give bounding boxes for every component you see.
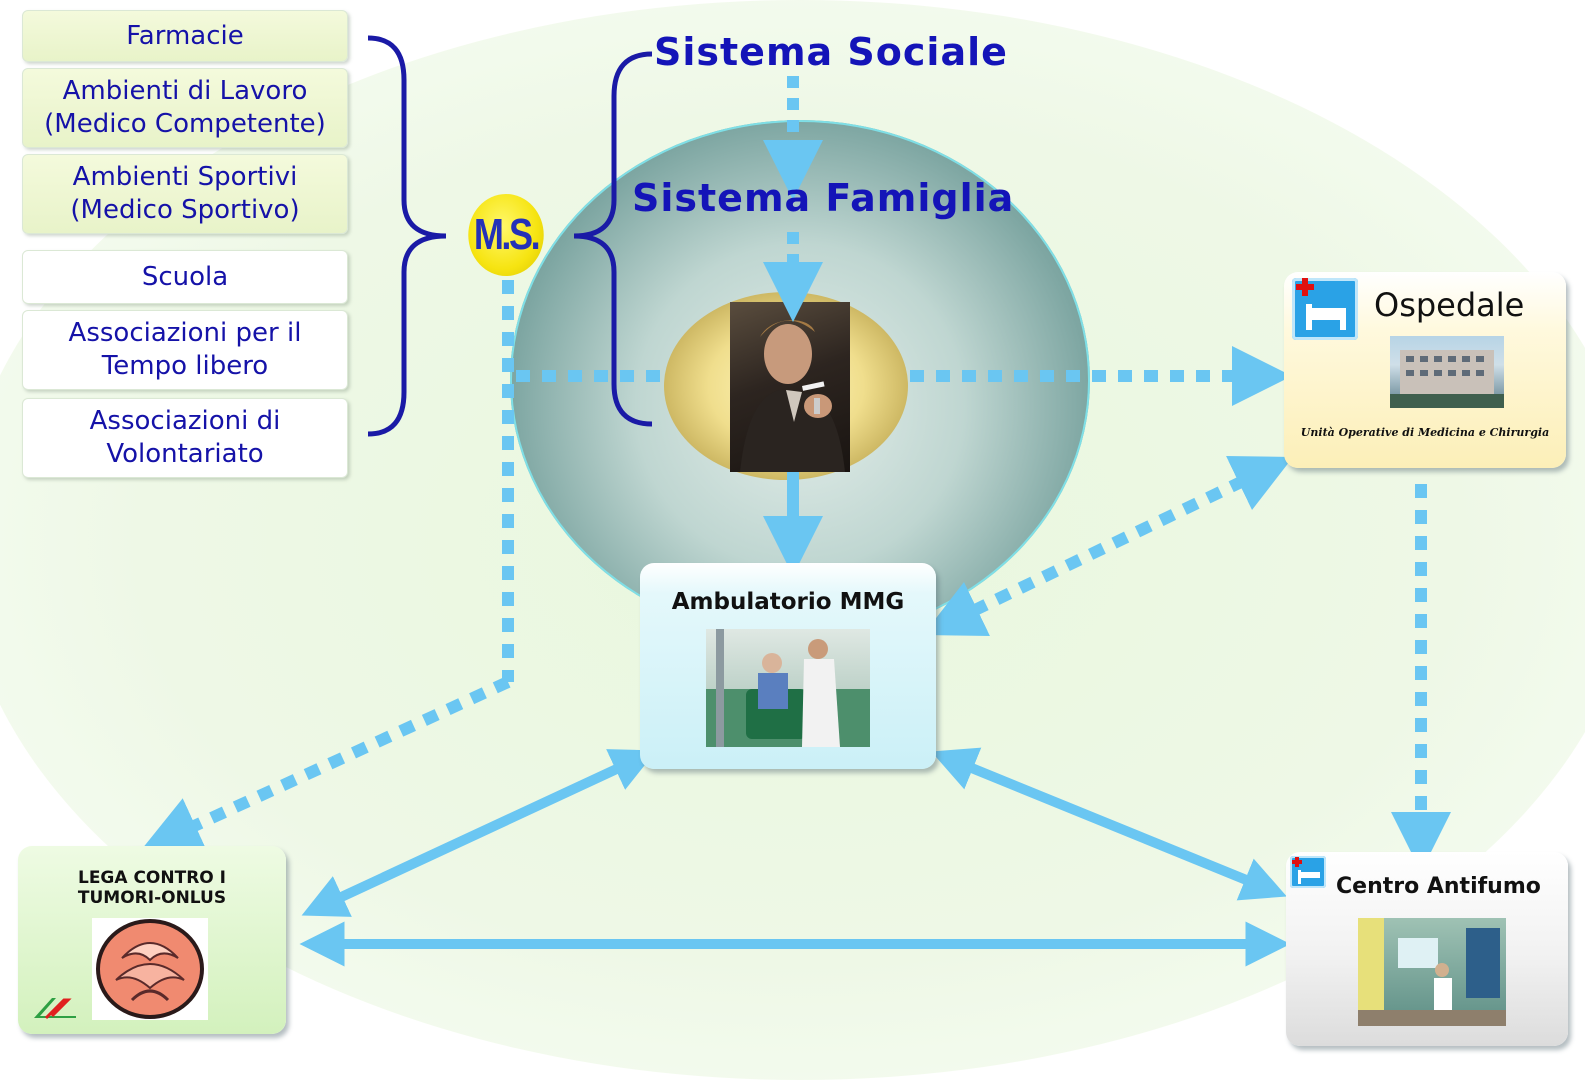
left-item-line: Ambienti Sportivi [72,162,298,192]
centro-antifumo-title: Centro Antifumo [1336,874,1541,899]
left-group-brace [367,35,447,437]
left-item-line: Associazioni per il [68,318,302,348]
lilt-logo-icon [32,994,84,1020]
arrow-lega-ambulatorio [301,749,657,917]
lega-title-line1: LEGA CONTRO I [77,868,226,888]
left-item-line: Tempo libero [101,351,269,381]
ambulatorio-title: Ambulatorio MMG [671,589,905,615]
rose-emblem [92,918,208,1020]
sistema-sociale-title: Sistema Sociale [654,30,1008,74]
left-item-line: (Medico Competente) [44,109,326,139]
left-item-line: Farmacie [126,20,244,51]
arrow-ambulatorio-centro [931,747,1287,901]
left-item-line: Associazioni di [89,406,281,436]
left-item-associazioni-tempo-libero: Associazioni per il Tempo libero [22,310,348,390]
left-item-ambienti-sportivi: Ambienti Sportivi (Medico Sportivo) [22,154,348,234]
doctor-patient-photo [706,629,870,747]
ospedale-title: Ospedale [1374,286,1525,324]
lega-tumori-card: LEGA CONTRO I TUMORI-ONLUS [18,846,286,1034]
ms-badge: M.S. [468,194,544,276]
centro-antifumo-photo [1358,918,1506,1026]
centro-antifumo-card: Centro Antifumo [1286,852,1568,1046]
arrow-ambulatorio-ospedale [922,455,1294,637]
arrow-ms-to-lega [140,676,511,853]
ambulatorio-card: Ambulatorio MMG [640,563,936,769]
lega-title-line2: TUMORI-ONLUS [77,888,227,908]
right-group-brace [573,51,653,427]
left-item-associazioni-volontariato: Associazioni di Volontariato [22,398,348,478]
sistema-famiglia-title: Sistema Famiglia [632,176,1015,220]
left-item-line: (Medico Sportivo) [70,195,300,225]
left-item-line: Ambienti di Lavoro [62,76,308,106]
ospedale-caption: Unità Operative di Medicina e Chirurgia [1300,426,1550,439]
smoker-photo [730,302,850,472]
left-item-scuola: Scuola [22,250,348,304]
left-item-line: Scuola [141,261,229,292]
connector-layer [140,35,1451,967]
hospital-building-photo [1390,336,1504,408]
left-item-farmacie: Farmacie [22,10,348,62]
left-item-line: Volontariato [106,439,264,469]
hospital-bed-icon [1292,278,1358,340]
left-item-ambienti-lavoro: Ambienti di Lavoro (Medico Competente) [22,68,348,148]
ospedale-card: Ospedale Unità Operative di Medicina e C… [1284,272,1566,468]
hospital-bed-icon [1290,856,1326,888]
